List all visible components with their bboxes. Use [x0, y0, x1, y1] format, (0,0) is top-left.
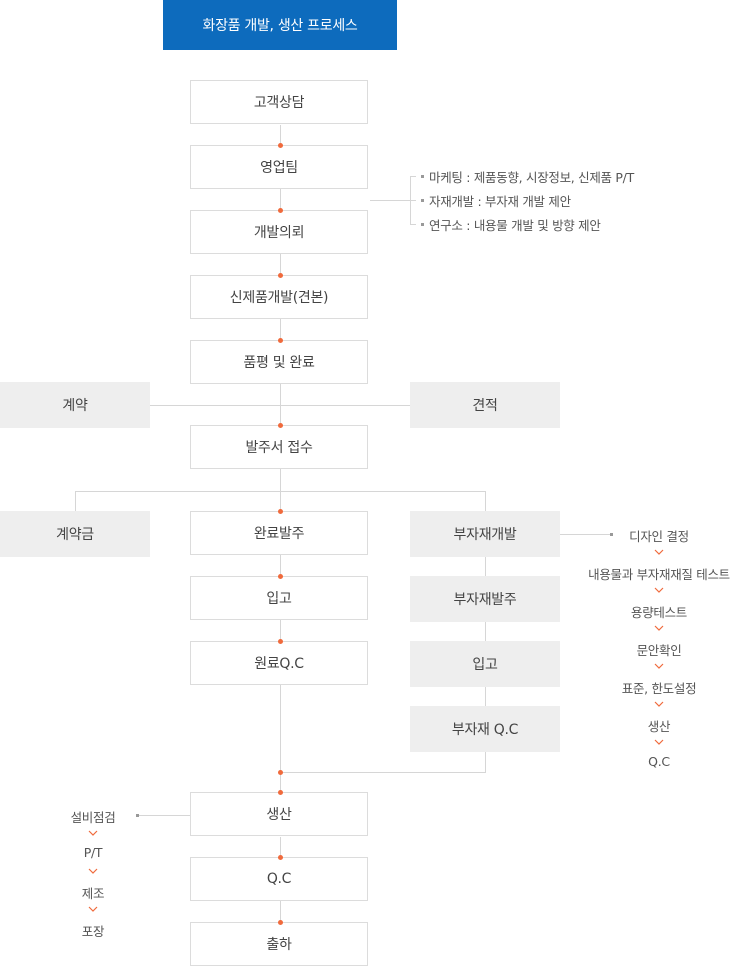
subsidiary-qc-box: 부자재 Q.C	[410, 706, 560, 752]
branch-connector	[75, 491, 485, 492]
connector-dot	[278, 855, 283, 860]
page-title: 화장품 개발, 생산 프로세스	[163, 0, 397, 50]
flow-consultation: 고객상담	[190, 80, 368, 124]
flow-dev-request: 개발의뢰	[190, 210, 368, 254]
contract-estimate-connector	[150, 405, 410, 406]
subsidiary-steps-connector	[560, 534, 612, 535]
chevron-down-icon	[654, 587, 664, 593]
subsidiary-connector	[485, 491, 486, 773]
subsidiary-order-box: 부자재발주	[410, 576, 560, 622]
flow-sales-team: 영업팀	[190, 145, 368, 189]
chevron-down-icon	[654, 739, 664, 745]
subsidiary-receiving-box: 입고	[410, 641, 560, 687]
chevron-down-icon	[88, 868, 98, 874]
production-step: 설비점검	[70, 810, 116, 825]
flow-production: 생산	[190, 792, 368, 836]
flow-qc: Q.C	[190, 857, 368, 901]
sales-note-lab: 연구소 : 내용물 개발 및 방향 제안	[429, 218, 601, 233]
connector-dot	[278, 273, 283, 278]
connector-dot	[278, 574, 283, 579]
subsidiary-step: 생산	[647, 719, 671, 734]
flow-order-receipt: 발주서 접수	[190, 425, 368, 469]
chevron-down-icon	[88, 830, 98, 836]
connector-dot	[278, 208, 283, 213]
contract-box: 계약	[0, 382, 150, 428]
subsidiary-step: 문안확인	[636, 643, 682, 658]
branch-left-connector	[75, 491, 76, 512]
subsidiary-step: 디자인 결정	[629, 529, 689, 544]
flow-shipment: 출하	[190, 922, 368, 966]
chevron-down-icon	[654, 625, 664, 631]
merge-connector	[280, 772, 485, 773]
estimate-box: 견적	[410, 382, 560, 428]
flow-order-complete: 완료발주	[190, 511, 368, 555]
subsidiary-step: Q.C	[648, 754, 670, 769]
production-step: P/T	[83, 845, 103, 860]
connector-dot	[278, 639, 283, 644]
subsidiary-step: 내용물과 부자재재질 테스트	[588, 567, 730, 582]
flow-new-product: 신제품개발(견본)	[190, 275, 368, 319]
sales-note-marketing: 마케팅 : 제품동향, 시장정보, 신제품 P/T	[429, 170, 634, 185]
chevron-down-icon	[654, 549, 664, 555]
production-step: 포장	[81, 924, 105, 939]
sales-notes-connector	[370, 200, 410, 201]
production-steps-connector	[138, 815, 190, 816]
connector-dot	[278, 509, 283, 514]
connector-dot	[278, 423, 283, 428]
connector-dot	[278, 338, 283, 343]
down-payment-box: 계약금	[0, 511, 150, 557]
connector-dot	[278, 920, 283, 925]
connector-dot	[278, 770, 283, 775]
flow-receiving: 입고	[190, 576, 368, 620]
subsidiary-step: 용량테스트	[630, 605, 688, 620]
chevron-down-icon	[654, 663, 664, 669]
connector-dot	[278, 790, 283, 795]
production-step: 제조	[81, 886, 105, 901]
subsidiary-step: 표준, 한도설정	[621, 681, 697, 696]
chevron-down-icon	[654, 701, 664, 707]
subsidiary-dev-box: 부자재개발	[410, 511, 560, 557]
sales-note-materials: 자재개발 : 부자재 개발 제안	[429, 194, 571, 209]
flow-material-qc: 원료Q.C	[190, 641, 368, 685]
flow-review: 품평 및 완료	[190, 340, 368, 384]
chevron-down-icon	[88, 906, 98, 912]
connector-dot	[278, 143, 283, 148]
